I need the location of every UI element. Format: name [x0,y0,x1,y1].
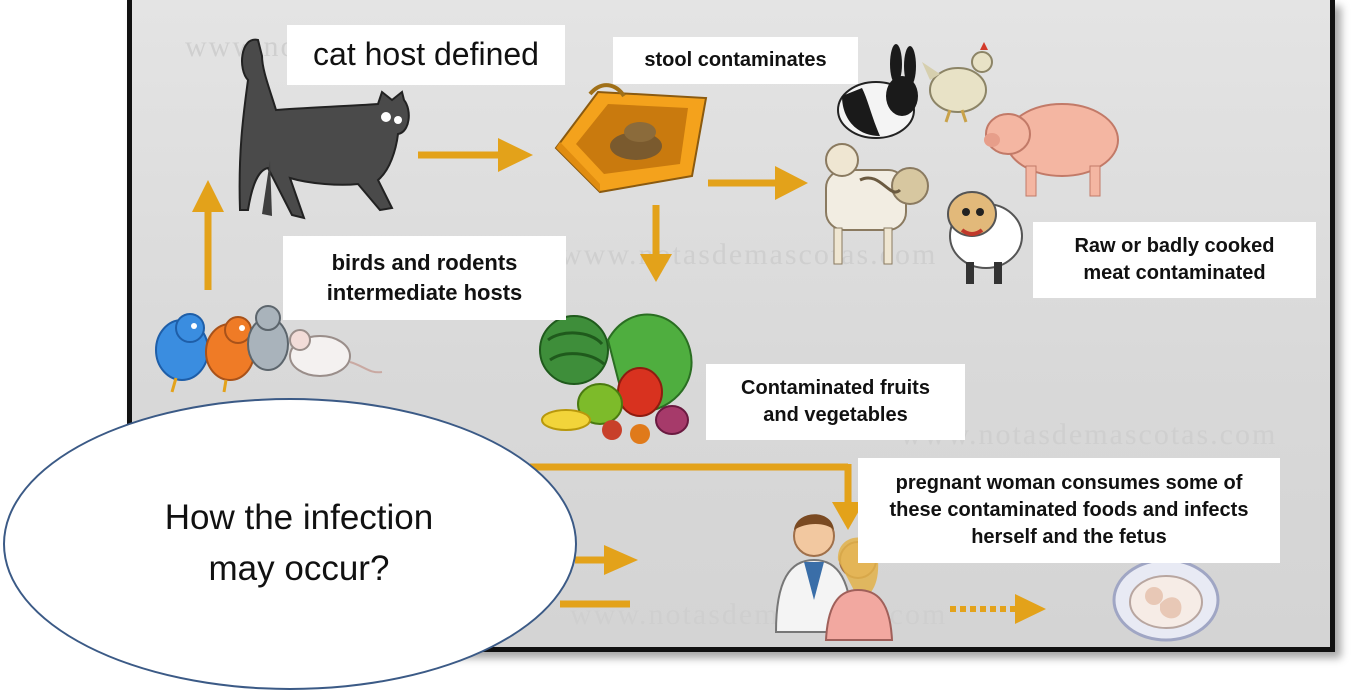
fetus-icon [1112,558,1220,642]
arrow-stool-to-vegetables [640,205,672,282]
label-stool: stool contaminates [613,37,858,84]
watermark: www.notasdemascotas.com [560,238,938,271]
label-raw-meat: Raw or badly cooked meat contaminated [1033,222,1316,298]
vegetables-icon [539,313,693,444]
sheep-icon [947,191,1023,284]
question-oval: How the infection may occur? [3,398,577,690]
arrow-woman-to-fetus [950,594,1046,624]
arrow-birds-to-cat [192,180,224,290]
couple-icon [774,514,894,641]
label-cat-host: cat host defined [287,25,565,85]
birds-icon [155,305,289,393]
flow-arrows [192,138,1046,624]
arrow-stool-to-animals [708,166,808,200]
arrow-oval-to-woman [575,545,638,575]
chicken-icon [922,42,993,123]
label-birds-rodents: birds and rodents intermediate hosts [283,236,566,320]
arrow-cat-to-stool [418,138,533,172]
arrow-vegetables-to-woman [530,463,864,530]
mouse-icon [289,329,383,377]
cat-icon [238,38,410,220]
label-fruits-vegetables: Contaminated fruits and vegetables [706,364,965,440]
cow-icon [825,143,929,265]
litter-box-icon [554,83,708,194]
question-text: How the infection may occur? [164,498,434,588]
rabbit-icon [837,44,918,139]
label-pregnant-woman: pregnant woman consumes some of these co… [858,458,1280,563]
pig-icon [984,103,1119,197]
